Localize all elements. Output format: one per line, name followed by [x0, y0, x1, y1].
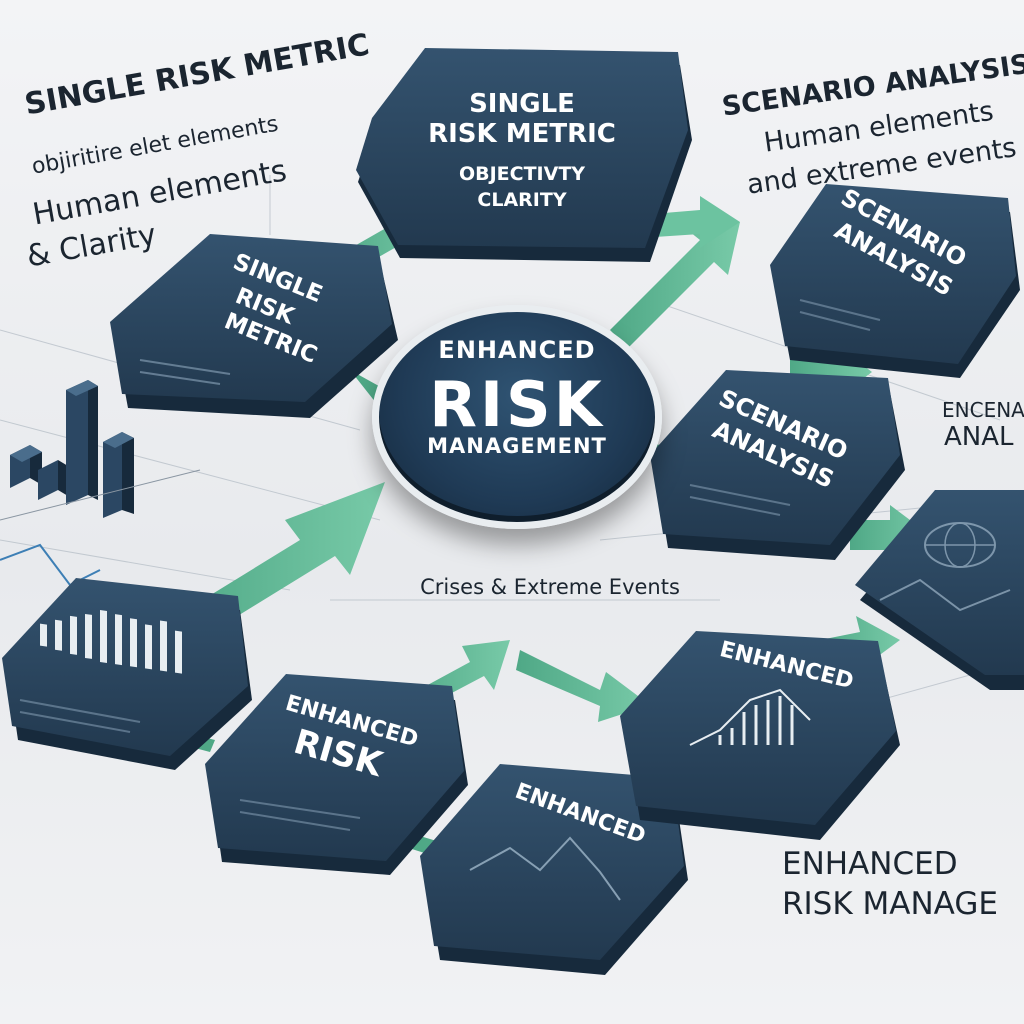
- arrow-top-to-right: [610, 222, 740, 348]
- hub-line-2: RISK: [429, 368, 605, 441]
- arrow-center-to-lower-right: [516, 650, 650, 722]
- bar-chart-icon: [40, 610, 182, 674]
- arrow-top-right-upper: [640, 196, 740, 248]
- bottom-right-text-line-1: ENHANCED: [782, 846, 958, 882]
- card-bottom-center: ENHANCED: [420, 764, 688, 975]
- globe-icon: [879, 522, 1011, 612]
- card-bottom-right: ENHANCED: [620, 631, 900, 840]
- hub-enhanced-risk-management: ENHANCED RISK MANAGEMENT: [372, 305, 662, 529]
- bar-chart-3d-icon: [0, 380, 201, 587]
- bottom-right-text-line-2: RISK MANAGE: [782, 886, 998, 922]
- card-bottom-left: ENHANCED RISK: [205, 674, 468, 875]
- card-top-line-1: SINGLE: [469, 89, 575, 119]
- center-caption: Crises & Extreme Events: [420, 575, 680, 599]
- terrain-icon: [469, 836, 621, 901]
- card-right-upper: SCENARIO ANALYSIS: [770, 183, 1020, 378]
- card-top-line-4: CLARITY: [477, 189, 566, 211]
- line-chart-icon: [689, 688, 811, 746]
- card-far-right: [855, 490, 1024, 690]
- card-top: SINGLE RISK METRIC OBJECTIVTY CLARITY: [356, 48, 692, 262]
- card-right-mid: SCENARIO ANALYSIS: [650, 370, 905, 560]
- hub-line-3: MANAGEMENT: [427, 434, 607, 458]
- right-fragment-line-1: ENCENA: [942, 398, 1024, 422]
- card-top-line-2: RISK METRIC: [428, 119, 616, 149]
- card-lower-left: [2, 578, 252, 770]
- card-left: SINGLE RISK METRIC: [110, 234, 398, 418]
- right-fragment-line-2: ANAL: [944, 422, 1014, 452]
- hub-line-1: ENHANCED: [438, 336, 596, 364]
- card-top-line-3: OBJECTIVTY: [459, 163, 585, 185]
